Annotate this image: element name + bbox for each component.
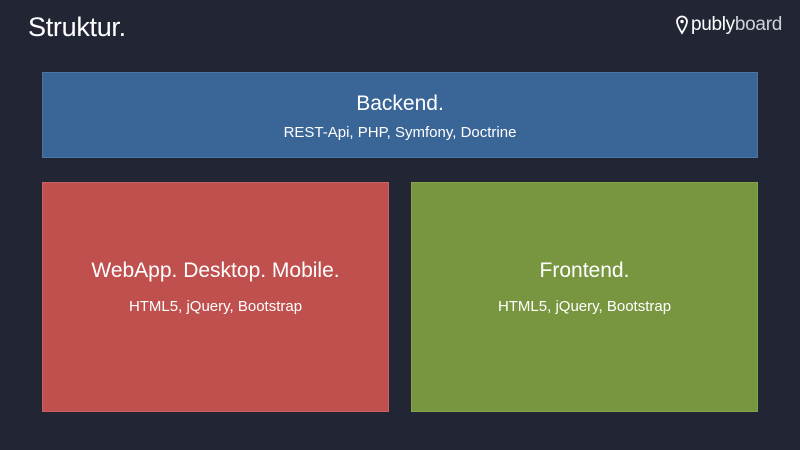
slide-title: Struktur. (28, 12, 126, 42)
logo-text-light: board (734, 14, 782, 35)
publyboard-logo: publyboard (675, 12, 782, 38)
backend-box: Backend. REST-Api, PHP, Symfony, Doctrin… (42, 72, 758, 158)
frontend-box: Frontend. HTML5, jQuery, Bootstrap (411, 182, 758, 412)
frontend-title: Frontend. (539, 259, 630, 282)
webapp-title: WebApp. Desktop. Mobile. (91, 259, 340, 282)
backend-tech-stack: REST-Api, PHP, Symfony, Doctrine (283, 123, 517, 141)
webapp-box: WebApp. Desktop. Mobile. HTML5, jQuery, … (42, 182, 389, 412)
logo-text-strong: publy (690, 14, 735, 35)
logo-text: publyboard (691, 14, 782, 36)
location-pin-icon (676, 15, 688, 35)
webapp-tech-stack: HTML5, jQuery, Bootstrap (128, 298, 303, 315)
frontend-tech-stack: HTML5, jQuery, Bootstrap (497, 298, 672, 315)
backend-title: Backend. (356, 91, 444, 115)
